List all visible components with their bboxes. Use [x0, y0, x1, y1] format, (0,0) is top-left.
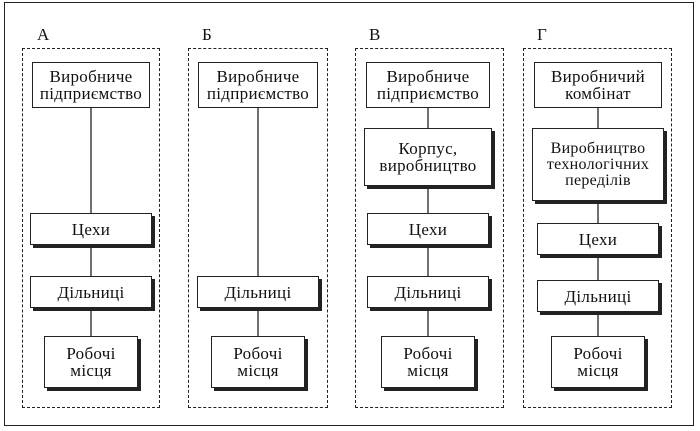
- node-c-workshops: Цехи: [367, 213, 489, 245]
- structure-group-b: [188, 48, 328, 408]
- node-c-building: Корпус, виробництво: [364, 128, 492, 186]
- figure-frame: [4, 2, 694, 426]
- structure-group-a: [22, 48, 160, 408]
- node-a-enterprise: Виробниче підприємство: [32, 62, 150, 108]
- column-label-b: Б: [202, 25, 212, 44]
- node-c-enterprise: Виробниче підприємство: [366, 62, 490, 108]
- node-d-workshops: Цехи: [537, 223, 659, 255]
- node-b-enterprise: Виробниче підприємство: [198, 62, 318, 108]
- column-label-a: А: [37, 25, 50, 44]
- column-label-d: Г: [537, 25, 547, 44]
- column-label-c: В: [369, 25, 381, 44]
- structure-group-c: [355, 48, 504, 408]
- node-d-production: Виробництво технологічних переділів: [532, 128, 664, 201]
- node-a-sections: Дільниці: [30, 276, 152, 308]
- node-a-workshops: Цехи: [30, 213, 152, 245]
- node-d-sections: Дільниці: [537, 280, 659, 312]
- node-c-sections: Дільниці: [367, 276, 489, 308]
- node-d-combine: Виробничий комбінат: [534, 62, 662, 108]
- node-a-workplaces: Робочі місця: [44, 336, 138, 388]
- node-d-workplaces: Робочі місця: [551, 336, 645, 388]
- node-b-workplaces: Робочі місця: [211, 336, 305, 388]
- structure-group-d: [523, 48, 672, 408]
- node-c-workplaces: Робочі місця: [381, 336, 475, 388]
- node-b-sections: Дільниці: [197, 276, 319, 308]
